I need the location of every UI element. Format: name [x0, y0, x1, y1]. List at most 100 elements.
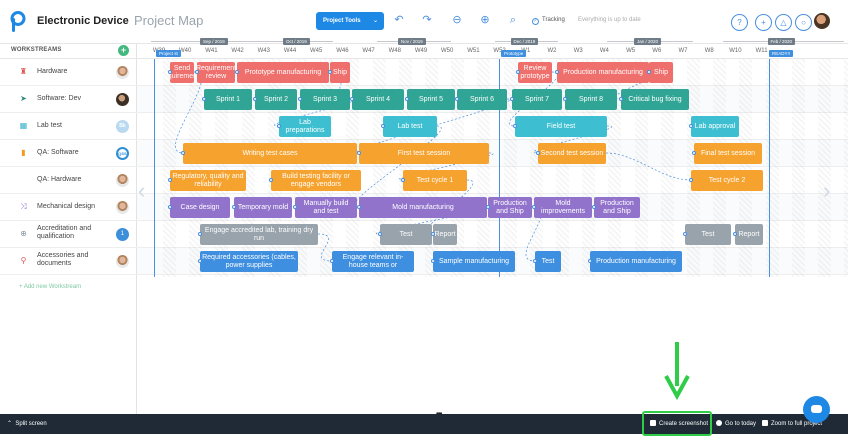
- connector-dot[interactable]: [510, 97, 514, 101]
- milestone-marker[interactable]: Prototype: [501, 50, 527, 57]
- task-bar[interactable]: Field test: [515, 116, 607, 137]
- connector-dot[interactable]: [328, 70, 332, 74]
- milestone-marker[interactable]: Project st: [156, 50, 181, 57]
- task-bar[interactable]: Lab test: [383, 116, 437, 137]
- zoom-out-icon[interactable]: ⊖: [452, 14, 462, 26]
- task-bar[interactable]: Lab preparations: [279, 116, 331, 137]
- milestone-marker[interactable]: READY!!: [769, 50, 794, 57]
- connector-dot[interactable]: [330, 259, 334, 263]
- connector-dot[interactable]: [378, 232, 382, 236]
- connector-dot[interactable]: [181, 151, 185, 155]
- connector-dot[interactable]: [195, 70, 199, 74]
- connector-dot[interactable]: [689, 178, 693, 182]
- task-bar[interactable]: Report: [433, 224, 457, 245]
- connector-dot[interactable]: [431, 232, 435, 236]
- help-icon[interactable]: ?: [731, 14, 748, 31]
- task-bar[interactable]: Writing test cases: [183, 143, 357, 164]
- task-bar[interactable]: Build testing facility or engage vendors: [271, 170, 361, 191]
- task-bar[interactable]: Second test session: [538, 143, 606, 164]
- workstream-row[interactable]: ♜Hardware: [0, 59, 137, 86]
- assignee-avatar[interactable]: [116, 66, 129, 79]
- task-bar[interactable]: Engage accredited lab, training dry run: [200, 224, 318, 245]
- task-bar[interactable]: Sample manufacturing: [433, 251, 515, 272]
- redo-icon[interactable]: ↷: [422, 14, 432, 26]
- connector-dot[interactable]: [253, 97, 257, 101]
- connector-dot[interactable]: [357, 151, 361, 155]
- connector-dot[interactable]: [405, 97, 409, 101]
- assignee-avatar[interactable]: [116, 201, 129, 214]
- task-bar[interactable]: Sprint 8: [565, 89, 617, 110]
- workstream-row[interactable]: ➤Software: Dev: [0, 86, 137, 113]
- connector-dot[interactable]: [733, 232, 737, 236]
- project-tools-button[interactable]: Project Tools ⌄: [316, 12, 384, 30]
- app-logo-icon[interactable]: [10, 11, 26, 33]
- add-workstream-link[interactable]: + Add new Workstream: [19, 284, 82, 290]
- user-avatar[interactable]: [814, 13, 830, 29]
- connector-dot[interactable]: [455, 97, 459, 101]
- zoom-in-icon[interactable]: ⊕: [480, 14, 490, 26]
- connector-dot[interactable]: [692, 151, 696, 155]
- task-bar[interactable]: Sprint 1: [204, 89, 252, 110]
- workstream-name[interactable]: QA: Hardware: [37, 176, 82, 183]
- connector-dot[interactable]: [592, 205, 596, 209]
- connector-dot[interactable]: [513, 124, 517, 128]
- connector-dot[interactable]: [298, 97, 302, 101]
- task-bar[interactable]: Temporary mold: [234, 197, 292, 218]
- connector-dot[interactable]: [357, 205, 361, 209]
- undo-icon[interactable]: ↶: [394, 14, 404, 26]
- connector-dot[interactable]: [536, 151, 540, 155]
- support-chat-icon[interactable]: [803, 396, 830, 423]
- task-bar[interactable]: Test: [685, 224, 731, 245]
- assignee-avatar[interactable]: [116, 93, 129, 106]
- task-bar[interactable]: Mold manufacturing: [359, 197, 487, 218]
- task-bar[interactable]: Final test session: [694, 143, 762, 164]
- workstream-row[interactable]: ⤨Mechanical design: [0, 194, 137, 221]
- task-bar[interactable]: Ship: [330, 62, 350, 83]
- connector-dot[interactable]: [683, 232, 687, 236]
- task-bar[interactable]: Production manufacturing: [590, 251, 682, 272]
- tracking-toggle[interactable]: ✓Tracking: [532, 17, 565, 25]
- task-bar[interactable]: Sprint 6: [457, 89, 507, 110]
- connector-dot[interactable]: [486, 205, 490, 209]
- connector-dot[interactable]: [235, 70, 239, 74]
- create-screenshot-button[interactable]: Create screenshot: [650, 420, 708, 427]
- task-bar[interactable]: Sprint 2: [255, 89, 297, 110]
- connector-dot[interactable]: [198, 232, 202, 236]
- task-bar[interactable]: Engage relevant in-house teams or: [332, 251, 414, 272]
- task-bar[interactable]: First test session: [359, 143, 489, 164]
- workstream-name[interactable]: Mechanical design: [37, 203, 95, 210]
- connector-dot[interactable]: [588, 259, 592, 263]
- scroll-right-icon[interactable]: ›: [823, 178, 831, 203]
- task-bar[interactable]: Required accessories (cables, power supp…: [200, 251, 298, 272]
- connector-dot[interactable]: [350, 97, 354, 101]
- add-user-icon[interactable]: +: [755, 14, 772, 31]
- task-bar[interactable]: Report: [735, 224, 763, 245]
- connector-dot[interactable]: [532, 205, 536, 209]
- task-bar[interactable]: Lab approval: [691, 116, 739, 137]
- search-icon[interactable]: ⌕: [509, 14, 517, 26]
- connector-dot[interactable]: [381, 124, 385, 128]
- chat-bubble-icon[interactable]: ○: [795, 14, 812, 31]
- task-bar[interactable]: Critical bug fixing: [621, 89, 689, 110]
- workstream-name[interactable]: Accreditation and qualification: [37, 225, 92, 240]
- workstream-row[interactable]: QA: Hardware: [0, 167, 137, 194]
- timeline-grid[interactable]: Send requirementsRequirement reviewProto…: [137, 59, 848, 277]
- workstream-name[interactable]: Hardware: [37, 68, 68, 75]
- task-bar[interactable]: Send requirements: [170, 62, 194, 83]
- task-bar[interactable]: Case design: [170, 197, 230, 218]
- connector-dot[interactable]: [516, 70, 520, 74]
- resize-handle-icon[interactable]: •••: [436, 409, 442, 418]
- task-bar[interactable]: Mold improvements: [534, 197, 592, 218]
- connector-dot[interactable]: [168, 205, 172, 209]
- connector-dot[interactable]: [232, 205, 236, 209]
- task-bar[interactable]: Sprint 7: [512, 89, 562, 110]
- task-bar[interactable]: Test: [380, 224, 432, 245]
- connector-dot[interactable]: [168, 178, 172, 182]
- task-bar[interactable]: Ship: [649, 62, 673, 83]
- task-bar[interactable]: Sprint 5: [407, 89, 455, 110]
- task-bar[interactable]: Requirement review: [197, 62, 235, 83]
